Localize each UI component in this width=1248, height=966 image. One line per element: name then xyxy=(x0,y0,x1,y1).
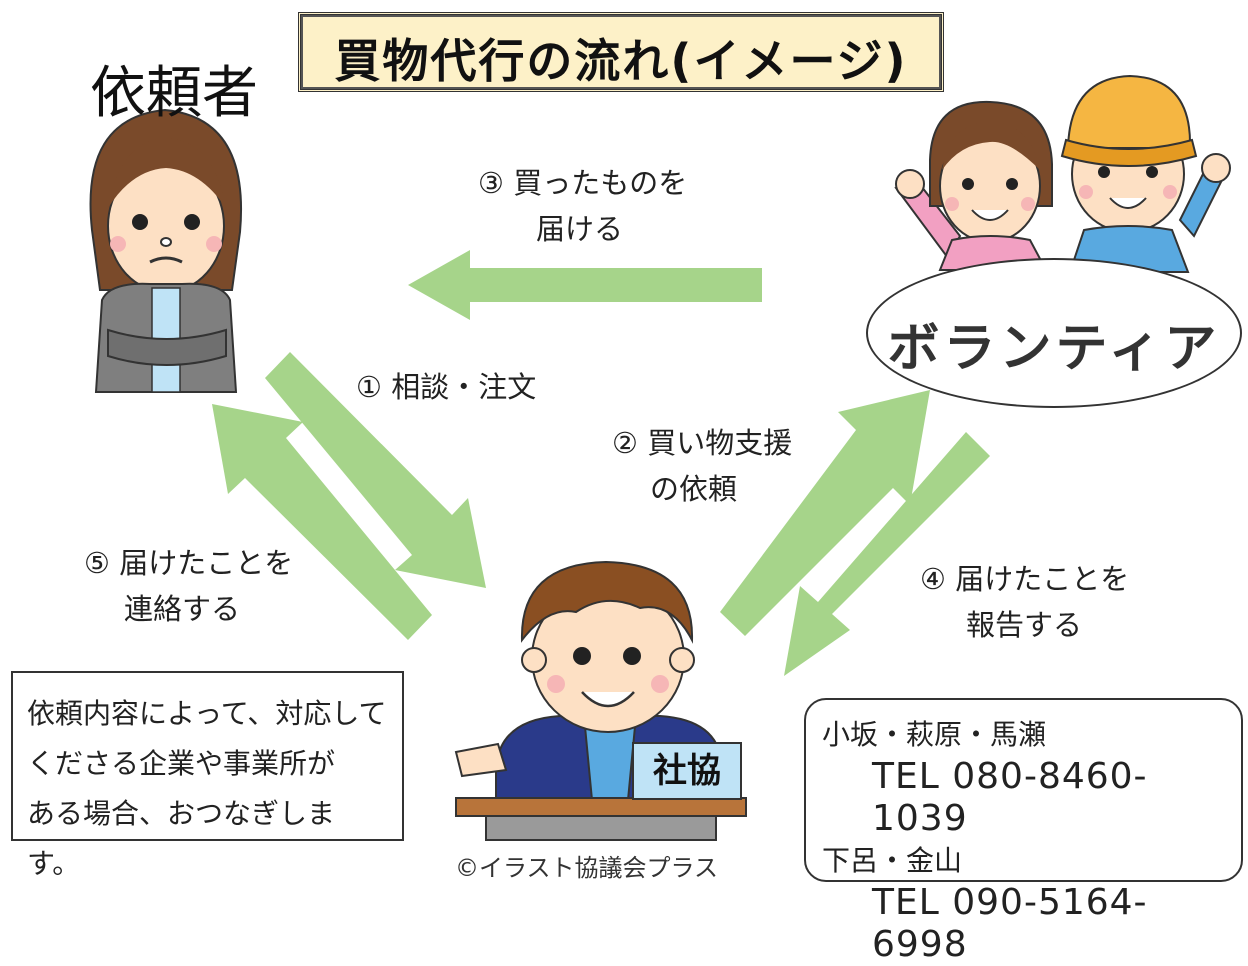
step-4-line2: 報告する xyxy=(966,608,1083,642)
contact-area-2: 下呂・金山 xyxy=(822,844,963,877)
arrow-request-support xyxy=(720,390,930,636)
volunteers-illustration xyxy=(894,74,1231,273)
step-2-line2: の依頼 xyxy=(650,472,738,506)
volunteer-oval: ボランティア xyxy=(866,258,1242,408)
arrow-consult-order xyxy=(265,352,486,588)
contact-area-1: 小坂・萩原・馬瀬 xyxy=(822,718,1047,751)
step-3-label: ③ 買ったものを 届ける xyxy=(478,160,687,252)
arrow-report-delivered xyxy=(784,432,990,676)
step-3-line1: ③ 買ったものを xyxy=(478,166,688,200)
note-box: 依頼内容によって、対応して くださる企業や事業所が ある場合、おつなぎします。 xyxy=(11,671,404,880)
title-box: 買物代行の流れ(イメージ) xyxy=(298,12,944,92)
note-line1: 依頼内容によって、対応して xyxy=(27,697,387,730)
arrow-deliver-goods xyxy=(408,250,762,320)
desk-sign: 社協 xyxy=(632,742,742,800)
volunteer-label: ボランティア xyxy=(887,319,1221,379)
contact-box: 小坂・萩原・馬瀬 TEL 080-8460-1039 下呂・金山 TEL 090… xyxy=(804,698,1243,965)
page-title: 買物代行の流れ(イメージ) xyxy=(334,34,908,88)
step-5-line1: ⑤ 届けたことを xyxy=(84,546,294,580)
illustration-credit: ©イラスト協議会プラス xyxy=(455,854,719,882)
step-2-line1: ② 買い物支援 xyxy=(612,426,793,460)
staff-illustration xyxy=(454,560,747,841)
step-1-label: ① 相談・注文 xyxy=(356,370,537,404)
note-line3: ある場合、おつなぎします。 xyxy=(27,797,336,880)
diagram-graphics xyxy=(89,74,1231,841)
contact-tel-1: TEL 080-8460-1039 xyxy=(872,756,1148,839)
step-4-line1: ④ 届けたことを xyxy=(920,562,1130,596)
step-5-label: ⑤ 届けたことを 連絡する xyxy=(84,540,293,632)
arrow-notify-delivered xyxy=(212,404,432,640)
contact-tel-2: TEL 090-5164-6998 xyxy=(872,882,1148,965)
step-4-label: ④ 届けたことを 報告する xyxy=(920,556,1129,648)
step-2-label: ② 買い物支援 の依頼 xyxy=(612,420,792,512)
step-5-line2: 連絡する xyxy=(124,592,241,626)
note-line2: くださる企業や事業所が xyxy=(27,747,336,780)
step-3-line2: 届ける xyxy=(536,212,624,246)
requester-illustration xyxy=(89,108,242,393)
requester-label: 依頼者 xyxy=(90,61,258,126)
